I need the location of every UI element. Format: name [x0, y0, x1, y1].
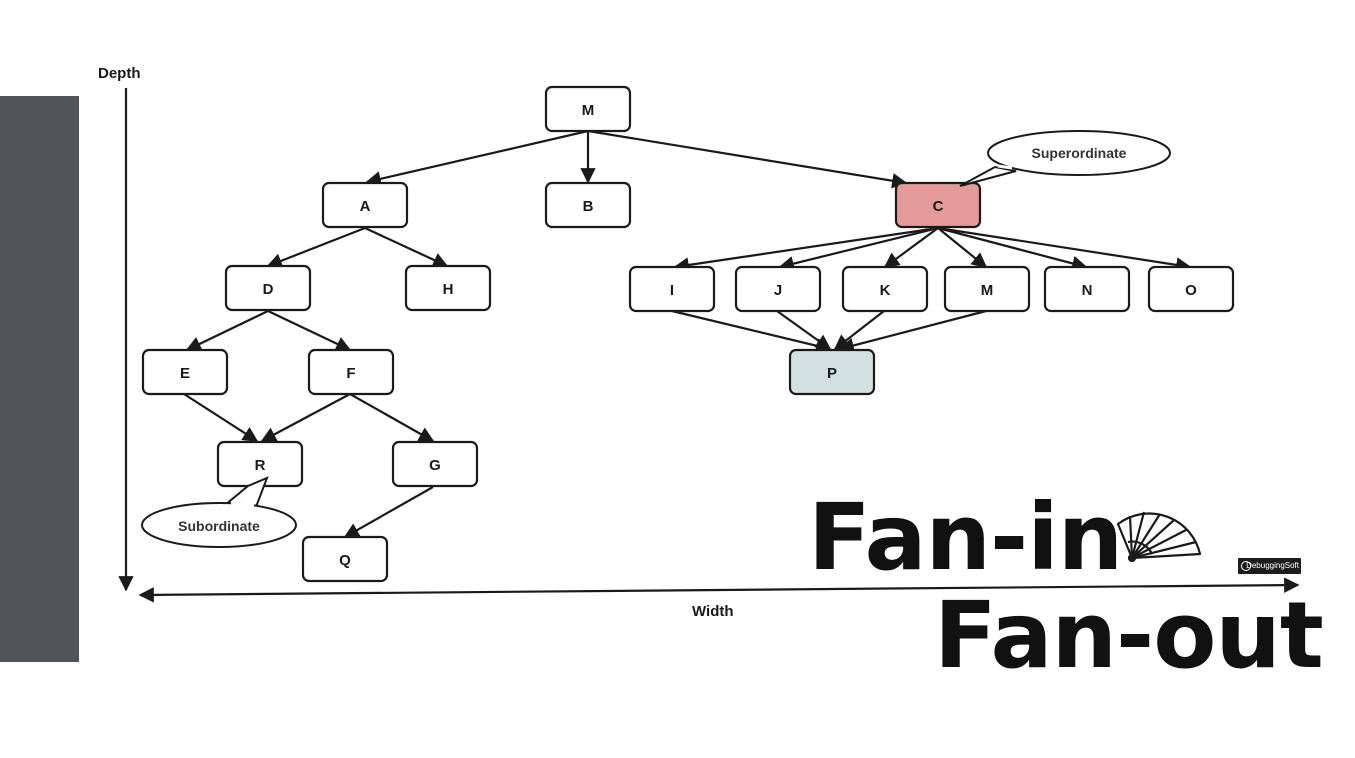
edge-f-r	[260, 393, 351, 442]
node-m2: M	[943, 265, 1031, 313]
edge-f-g	[349, 393, 435, 442]
node-f-label: F	[346, 365, 355, 382]
node-n: N	[1043, 265, 1131, 313]
fan-icon	[1116, 511, 1202, 562]
node-m2-label: M	[981, 282, 994, 299]
node-n-label: N	[1082, 282, 1093, 299]
depth-axis-label: Depth	[98, 65, 141, 82]
edge-d-e	[185, 310, 269, 351]
node-o: O	[1147, 265, 1235, 313]
edge-c-j	[778, 226, 939, 272]
edge-a-d	[266, 226, 366, 269]
node-c-label: C	[933, 198, 944, 215]
node-m-label: M	[582, 102, 595, 119]
edge-c-o	[937, 226, 1192, 273]
edge-m-a	[365, 129, 589, 187]
edge-g-q	[343, 486, 434, 538]
node-b: B	[544, 181, 632, 229]
subordinate-label: Subordinate	[178, 518, 260, 534]
edge-e-r	[183, 393, 259, 442]
node-r: R	[216, 440, 304, 488]
title-fan-out: Fan-out	[934, 582, 1324, 689]
edge-c-i	[673, 226, 939, 273]
node-f: F	[307, 348, 395, 396]
node-e-label: E	[180, 365, 190, 382]
node-d-label: D	[263, 281, 274, 298]
edge-m-c	[587, 129, 908, 189]
edge-m2-p	[838, 309, 987, 353]
node-e: E	[141, 348, 229, 396]
edge-i-p	[671, 309, 832, 354]
debuggingsoft-logo: DebuggingSoft	[1238, 558, 1301, 574]
node-k: K	[841, 265, 929, 313]
edge-c-n	[937, 226, 1088, 271]
node-c: C	[894, 181, 982, 229]
node-g: G	[391, 440, 479, 488]
node-q-label: Q	[339, 552, 351, 569]
node-h-label: H	[443, 281, 454, 298]
node-a-label: A	[360, 198, 371, 215]
subordinate-callout: Subordinate	[141, 476, 297, 548]
node-k-label: K	[880, 282, 891, 299]
edge-j-p	[776, 310, 832, 350]
edge-c-k	[883, 227, 939, 268]
superordinate-callout: Superordinate	[959, 130, 1171, 187]
node-a: A	[321, 181, 409, 229]
edge-d-f	[267, 310, 352, 352]
title-fan-in: Fan-in	[808, 484, 1123, 591]
edges	[183, 129, 1192, 538]
edge-a-h	[364, 227, 449, 268]
node-i-label: I	[670, 282, 674, 299]
superordinate-label: Superordinate	[1032, 145, 1127, 161]
node-j: J	[734, 265, 822, 313]
edge-c-m2	[937, 227, 988, 268]
node-p-label: P	[827, 365, 837, 382]
node-d: D	[224, 264, 312, 312]
node-q: Q	[301, 535, 389, 583]
node-p: P	[788, 348, 876, 396]
node-r-label: R	[255, 457, 266, 474]
node-h: H	[404, 264, 492, 312]
node-i: I	[628, 265, 716, 313]
sidebar-bar	[0, 96, 79, 662]
node-b-label: B	[583, 198, 594, 215]
width-axis	[138, 577, 1300, 603]
node-o-label: O	[1185, 282, 1197, 299]
node-g-label: G	[429, 457, 441, 474]
node-m: M	[544, 85, 632, 133]
node-j-label: J	[774, 282, 782, 299]
width-axis-label: Width	[692, 603, 734, 620]
